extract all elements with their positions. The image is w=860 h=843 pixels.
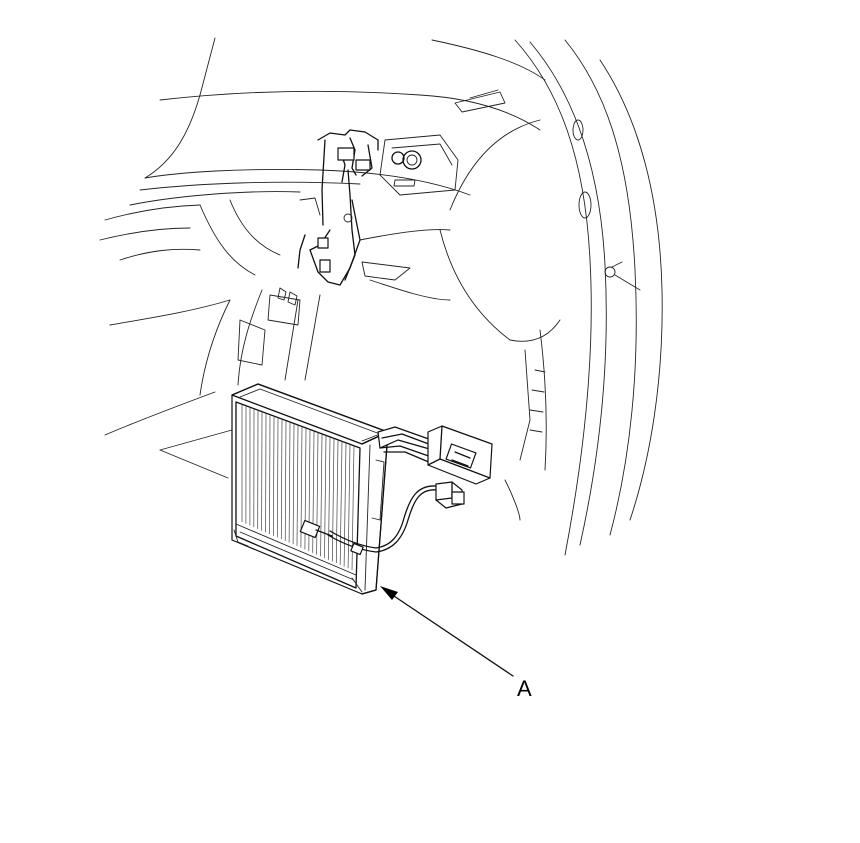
evaporator-fin bbox=[343, 443, 347, 567]
evaporator-fin bbox=[320, 434, 323, 557]
evaporator-fin bbox=[296, 425, 299, 547]
door-pillar-outline bbox=[439, 39, 663, 556]
evaporator-fin bbox=[347, 444, 351, 569]
evaporator-fin bbox=[269, 415, 271, 535]
sensor-wire bbox=[299, 481, 465, 556]
evaporator-fin bbox=[277, 418, 279, 538]
evaporator-fin bbox=[335, 440, 339, 564]
evaporator-core bbox=[231, 383, 389, 595]
refrigerant-pipes bbox=[377, 425, 493, 485]
vent-control-panel bbox=[379, 134, 459, 196]
evaporator-fin bbox=[292, 423, 295, 545]
callout-a-leader bbox=[380, 586, 514, 677]
evaporator-fin bbox=[328, 437, 331, 560]
evaporator-fin bbox=[280, 419, 283, 540]
evaporator-fin bbox=[332, 438, 335, 562]
evaporator-fin bbox=[273, 416, 275, 536]
evaporator-fin bbox=[339, 441, 343, 565]
evaporator-fin bbox=[284, 421, 287, 541]
evaporator-fins bbox=[241, 405, 355, 571]
wiring-harness-bracket bbox=[277, 129, 379, 306]
evaporator-fin bbox=[300, 426, 303, 548]
callout-label-a: A bbox=[517, 676, 532, 701]
arrowhead-icon bbox=[380, 586, 398, 600]
evaporator-fin bbox=[288, 422, 291, 543]
vehicle-body-outline bbox=[99, 37, 546, 479]
evaporator-fin bbox=[324, 435, 327, 559]
